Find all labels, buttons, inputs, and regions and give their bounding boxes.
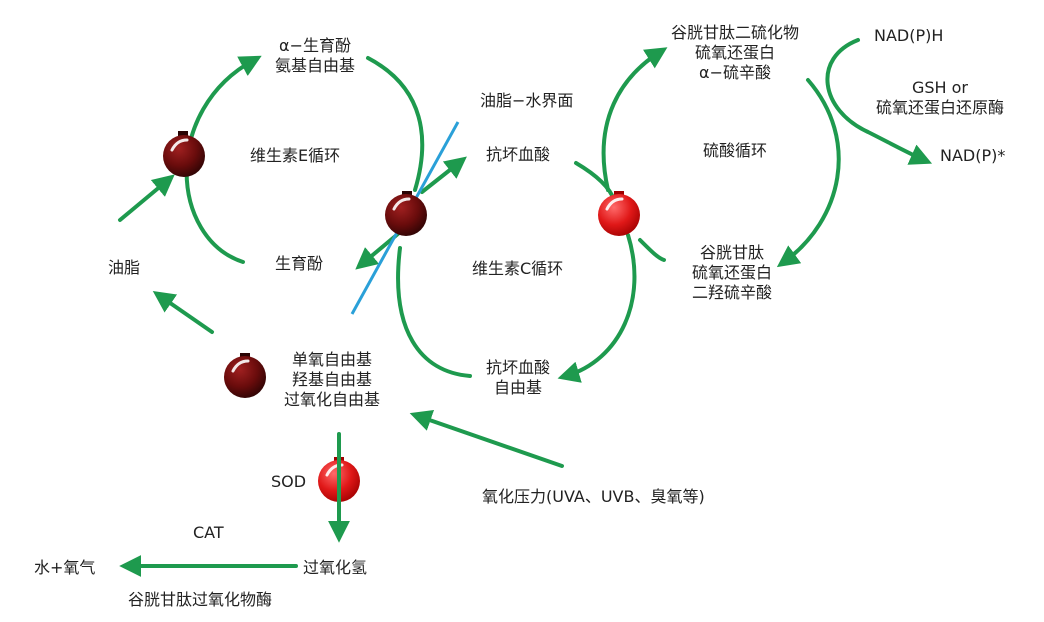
tocopherol-label: 生育酚 [275, 254, 324, 273]
hydrogen-peroxide-label: 过氧化氢 [303, 558, 368, 577]
radicals-to-oil [152, 290, 214, 334]
ball-vit-e-interface [385, 191, 427, 236]
oxidized-thiols-label: 谷胱甘肽二硫化物 硫氧还蛋白 α−硫辛酸 [670, 23, 799, 82]
oil-label: 油脂 [108, 258, 141, 277]
nadph-curve [825, 38, 933, 165]
oxidative-stress-label: 氧化压力(UVA、UVB、臭氧等) [482, 487, 705, 506]
ball-vit-c [598, 191, 640, 236]
vit-e-cycle-label: 维生素E循环 [250, 146, 341, 165]
nadph-label: NAD(P)H [874, 26, 944, 45]
ball-vit-e-left [163, 131, 205, 177]
stress-arrow [409, 409, 564, 468]
oil-water-interface-label: 油脂−水界面 [480, 91, 574, 110]
thiol-arc-up [601, 47, 668, 192]
ascorbic-acid-label: 抗坏血酸 [486, 145, 551, 164]
thiol-cycle-label: 硫酸循环 [703, 141, 768, 160]
vit-e-to-ascorbic [420, 156, 467, 194]
vit-e-arc-down [366, 56, 425, 192]
alpha-tocopherol-radical-label: α−生育酚 氨基自由基 [274, 36, 355, 75]
vit-c-top-arc [574, 161, 616, 202]
nadp-label: NAD(P)* [940, 146, 1006, 165]
ball-radicals [224, 353, 266, 398]
water-oxygen-label: 水+氧气 [34, 558, 96, 577]
cat-label: CAT [193, 523, 224, 542]
radicals-label: 单氧自由基 羟基自由基 过氧化自由基 [283, 350, 380, 409]
vit-c-arc-left [396, 246, 472, 378]
vit-c-arc-right [557, 233, 637, 383]
sod-label: SOD [271, 472, 307, 491]
thiol-arc-down [776, 78, 841, 268]
thiol-bottom-link [638, 238, 666, 262]
ascorbyl-radical-label: 抗坏血酸 自由基 [485, 358, 550, 397]
vit-c-cycle-label: 维生素C循环 [472, 259, 564, 278]
reduced-thiols-label: 谷胱甘肽 硫氧还蛋白 二羟硫辛酸 [691, 243, 772, 302]
oil-to-vit-e [118, 174, 175, 222]
reductase-enzymes-label: GSH or 硫氧还蛋白还原酶 [875, 78, 1004, 117]
gpx-label: 谷胱甘肽过氧化物酶 [128, 590, 273, 609]
